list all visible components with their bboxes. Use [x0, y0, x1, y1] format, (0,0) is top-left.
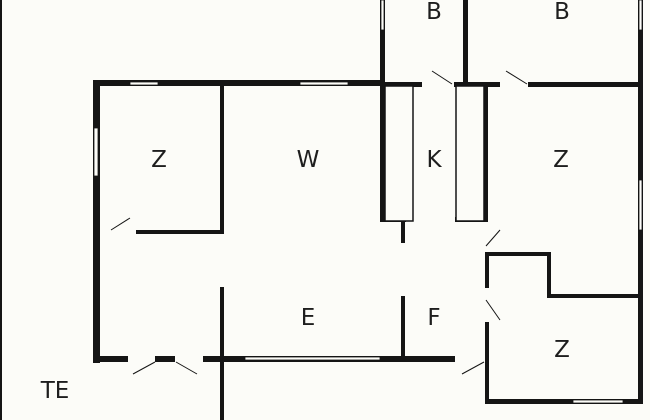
- room-label-z-south: Z: [554, 337, 570, 363]
- wall-kitchen-left: [380, 86, 385, 222]
- wall-z-west-bottom: [136, 230, 224, 234]
- window-south-entrance: [244, 356, 381, 361]
- wall-bedroom-divider: [463, 0, 468, 86]
- window-bedroom-left: [380, 0, 385, 31]
- door-opening-bedroom-left: [422, 81, 454, 88]
- counter-kitchen-right: [455, 85, 485, 222]
- door-swing-front-left: [132, 361, 156, 375]
- room-label-entrance: E: [301, 305, 316, 331]
- door-swings: [110, 70, 528, 375]
- room-label-f: F: [427, 305, 440, 331]
- window-bedroom-right: [638, 0, 643, 31]
- wall-bedroom-left: [380, 0, 385, 86]
- door-swing-z-south: [461, 361, 485, 375]
- wall-entrance-left: [220, 287, 224, 420]
- wall-west: [93, 80, 100, 363]
- room-labels: B B Z W K Z E F Z TE: [40, 0, 570, 404]
- room-label-living-room: W: [297, 147, 320, 173]
- door-swing-z-west: [110, 217, 131, 231]
- door-swing-front-right: [175, 361, 198, 375]
- door-swing-f: [485, 299, 501, 321]
- window-east-z: [638, 179, 643, 231]
- wall-z-south-step: [547, 252, 551, 298]
- room-label-z-west: Z: [151, 147, 167, 173]
- door-swing-z-east: [485, 229, 501, 247]
- wall-south-pier: [155, 356, 175, 362]
- door-opening-bedroom-right: [500, 81, 528, 88]
- windows: [93, 0, 643, 404]
- wall-north-west: [93, 80, 385, 86]
- wall-kitchen-stub: [401, 217, 405, 243]
- room-label-bedroom-top-left: B: [426, 0, 442, 25]
- window-north-z-west: [129, 81, 159, 86]
- wall-z-west-right: [220, 86, 224, 234]
- room-label-z-east: Z: [553, 147, 569, 173]
- wall-z-south-top-left: [485, 252, 550, 256]
- wall-z-south-top-right: [547, 294, 643, 298]
- wall-south-left: [93, 356, 128, 362]
- wall-z-south-bottom: [485, 399, 643, 404]
- door-opening-z-east: [636, 222, 637, 223]
- wall-z-south-left-top: [485, 252, 489, 288]
- room-label-terrace: TE: [40, 378, 70, 404]
- room-label-bedroom-top-right: B: [554, 0, 570, 25]
- counter-kitchen-left: [384, 85, 414, 222]
- door-swing-bedroom-left: [431, 70, 453, 85]
- window-west-z: [93, 127, 99, 177]
- door-swing-bedroom-right: [505, 70, 528, 85]
- wall-kitchen-right: [483, 86, 488, 222]
- room-label-kitchen: K: [426, 147, 442, 173]
- left-border-line: [0, 0, 2, 420]
- wall-entrance-right: [401, 296, 405, 362]
- kitchen-counters: [384, 85, 485, 222]
- window-north-living: [299, 81, 349, 86]
- door-openings: [422, 81, 637, 223]
- window-south-z: [572, 399, 624, 404]
- wall-z-south-left-bottom: [485, 322, 489, 404]
- wall-east: [638, 82, 643, 400]
- wall-bedroom-right: [638, 0, 643, 86]
